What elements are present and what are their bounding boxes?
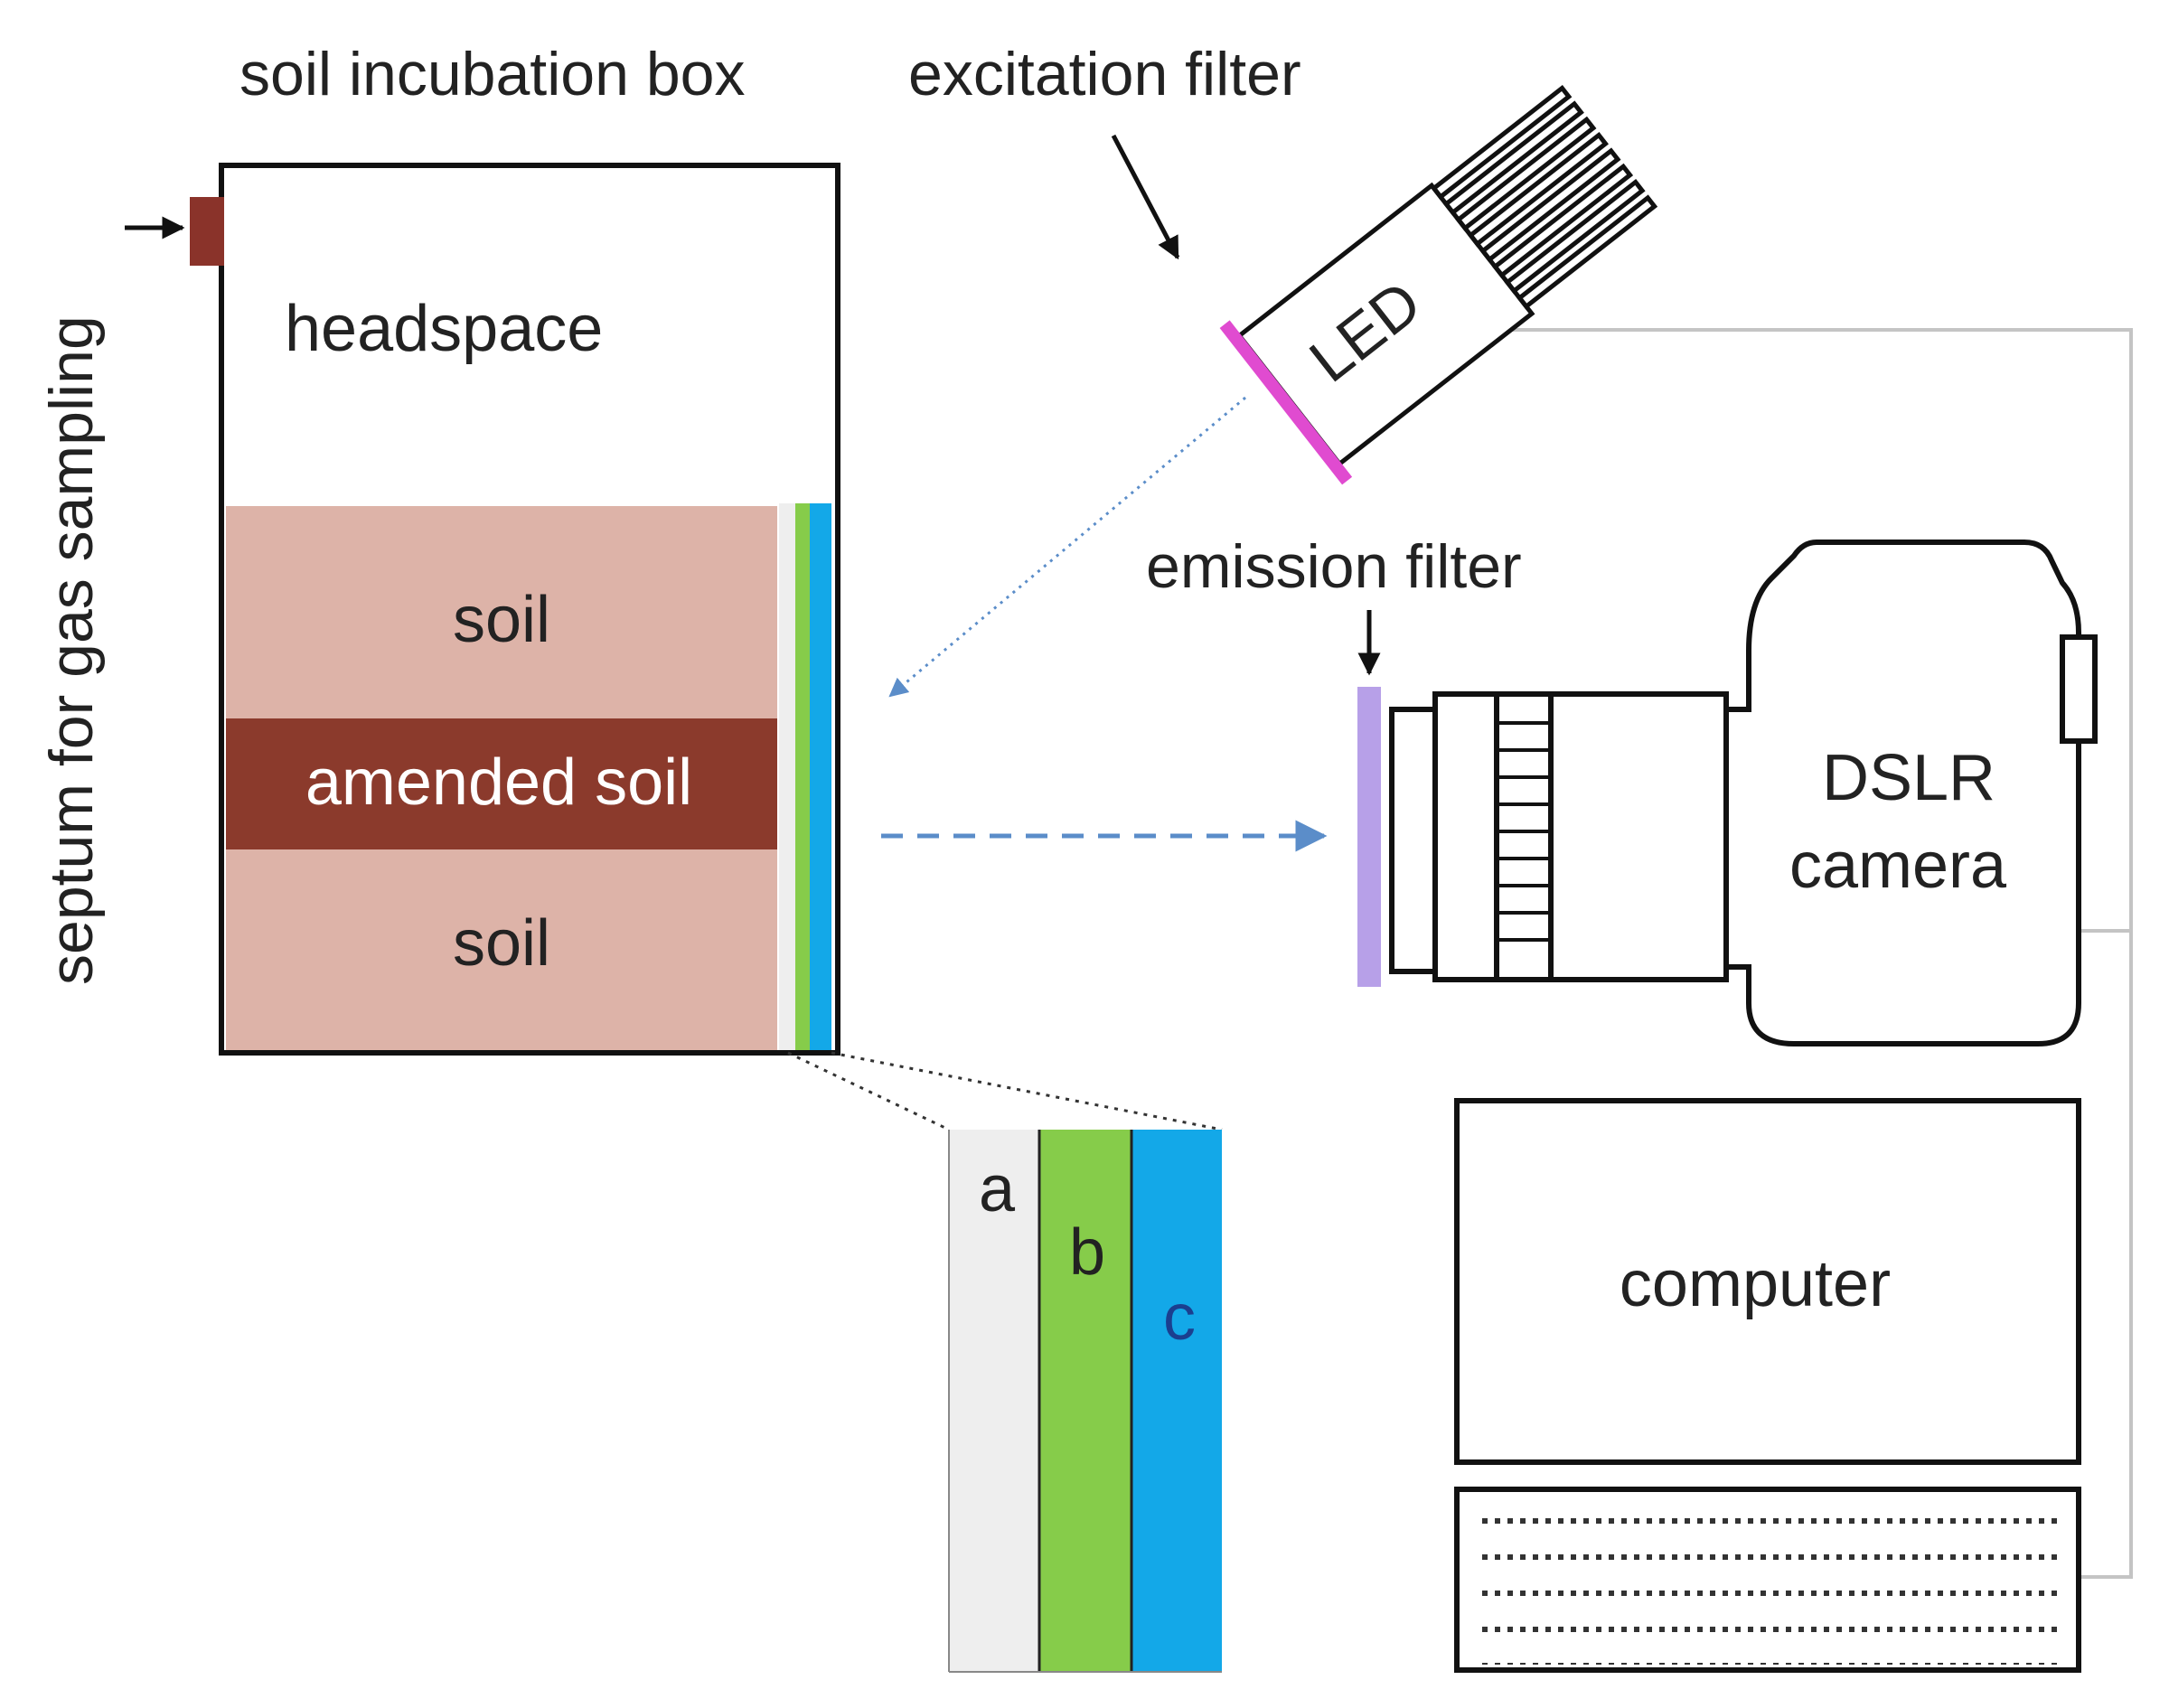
computer [1454,1098,2081,1673]
amended-soil-label: amended soil [305,746,692,819]
soil-incubation-box [190,163,840,1056]
computer-label: computer [1620,1248,1891,1320]
soil-bottom-layer [226,849,777,1053]
camera-label-line1: DSLR [1822,742,1995,814]
septum [190,197,224,266]
lens-barrel [1432,691,1729,982]
layer-c-label: c [1163,1281,1196,1354]
layer-b [1039,1130,1131,1672]
layer-b-label: b [1069,1216,1105,1289]
camera-body [1723,540,2081,1046]
excitation-filter [1219,320,1353,485]
layer-detail [948,1130,1222,1673]
soil-top-label: soil [453,584,550,656]
layer-c [1131,1130,1222,1672]
excitation-filter-label: excitation filter [908,40,1301,108]
led-heatsink [1431,85,1658,310]
emission-filter [1357,687,1381,987]
sensor-strip-c [810,503,831,1050]
lens-focus-ring [1494,691,1554,982]
headspace-label: headspace [285,293,603,365]
zoom-lines [787,1051,1223,1131]
sensor-strip-b [795,503,810,1050]
amended-soil-layer [226,718,777,849]
led-assembly [1219,85,1658,485]
camera-side-port [2060,634,2098,744]
sensor-strip-a [779,503,795,1050]
box-outline [219,163,840,1056]
box-title: soil incubation box [239,40,745,108]
camera-label-line2: camera [1789,830,2007,902]
soil-top-layer [226,506,777,718]
layer-a-label: a [979,1153,1016,1225]
emission-filter-label: emission filter [1146,532,1522,601]
lens-front-ring [1389,707,1438,974]
computer-monitor [1454,1098,2081,1465]
excitation-filter-arrow [1111,134,1180,260]
septum-label: septum for gas sampling [37,315,106,985]
dslr-camera [1357,540,2098,1046]
keyboard-keys [1475,1518,2062,1665]
cable-lines [1505,328,2133,1579]
soil-bottom-label: soil [453,907,550,980]
layer-a [949,1130,1039,1672]
focus-ring-grip [1497,721,1551,942]
